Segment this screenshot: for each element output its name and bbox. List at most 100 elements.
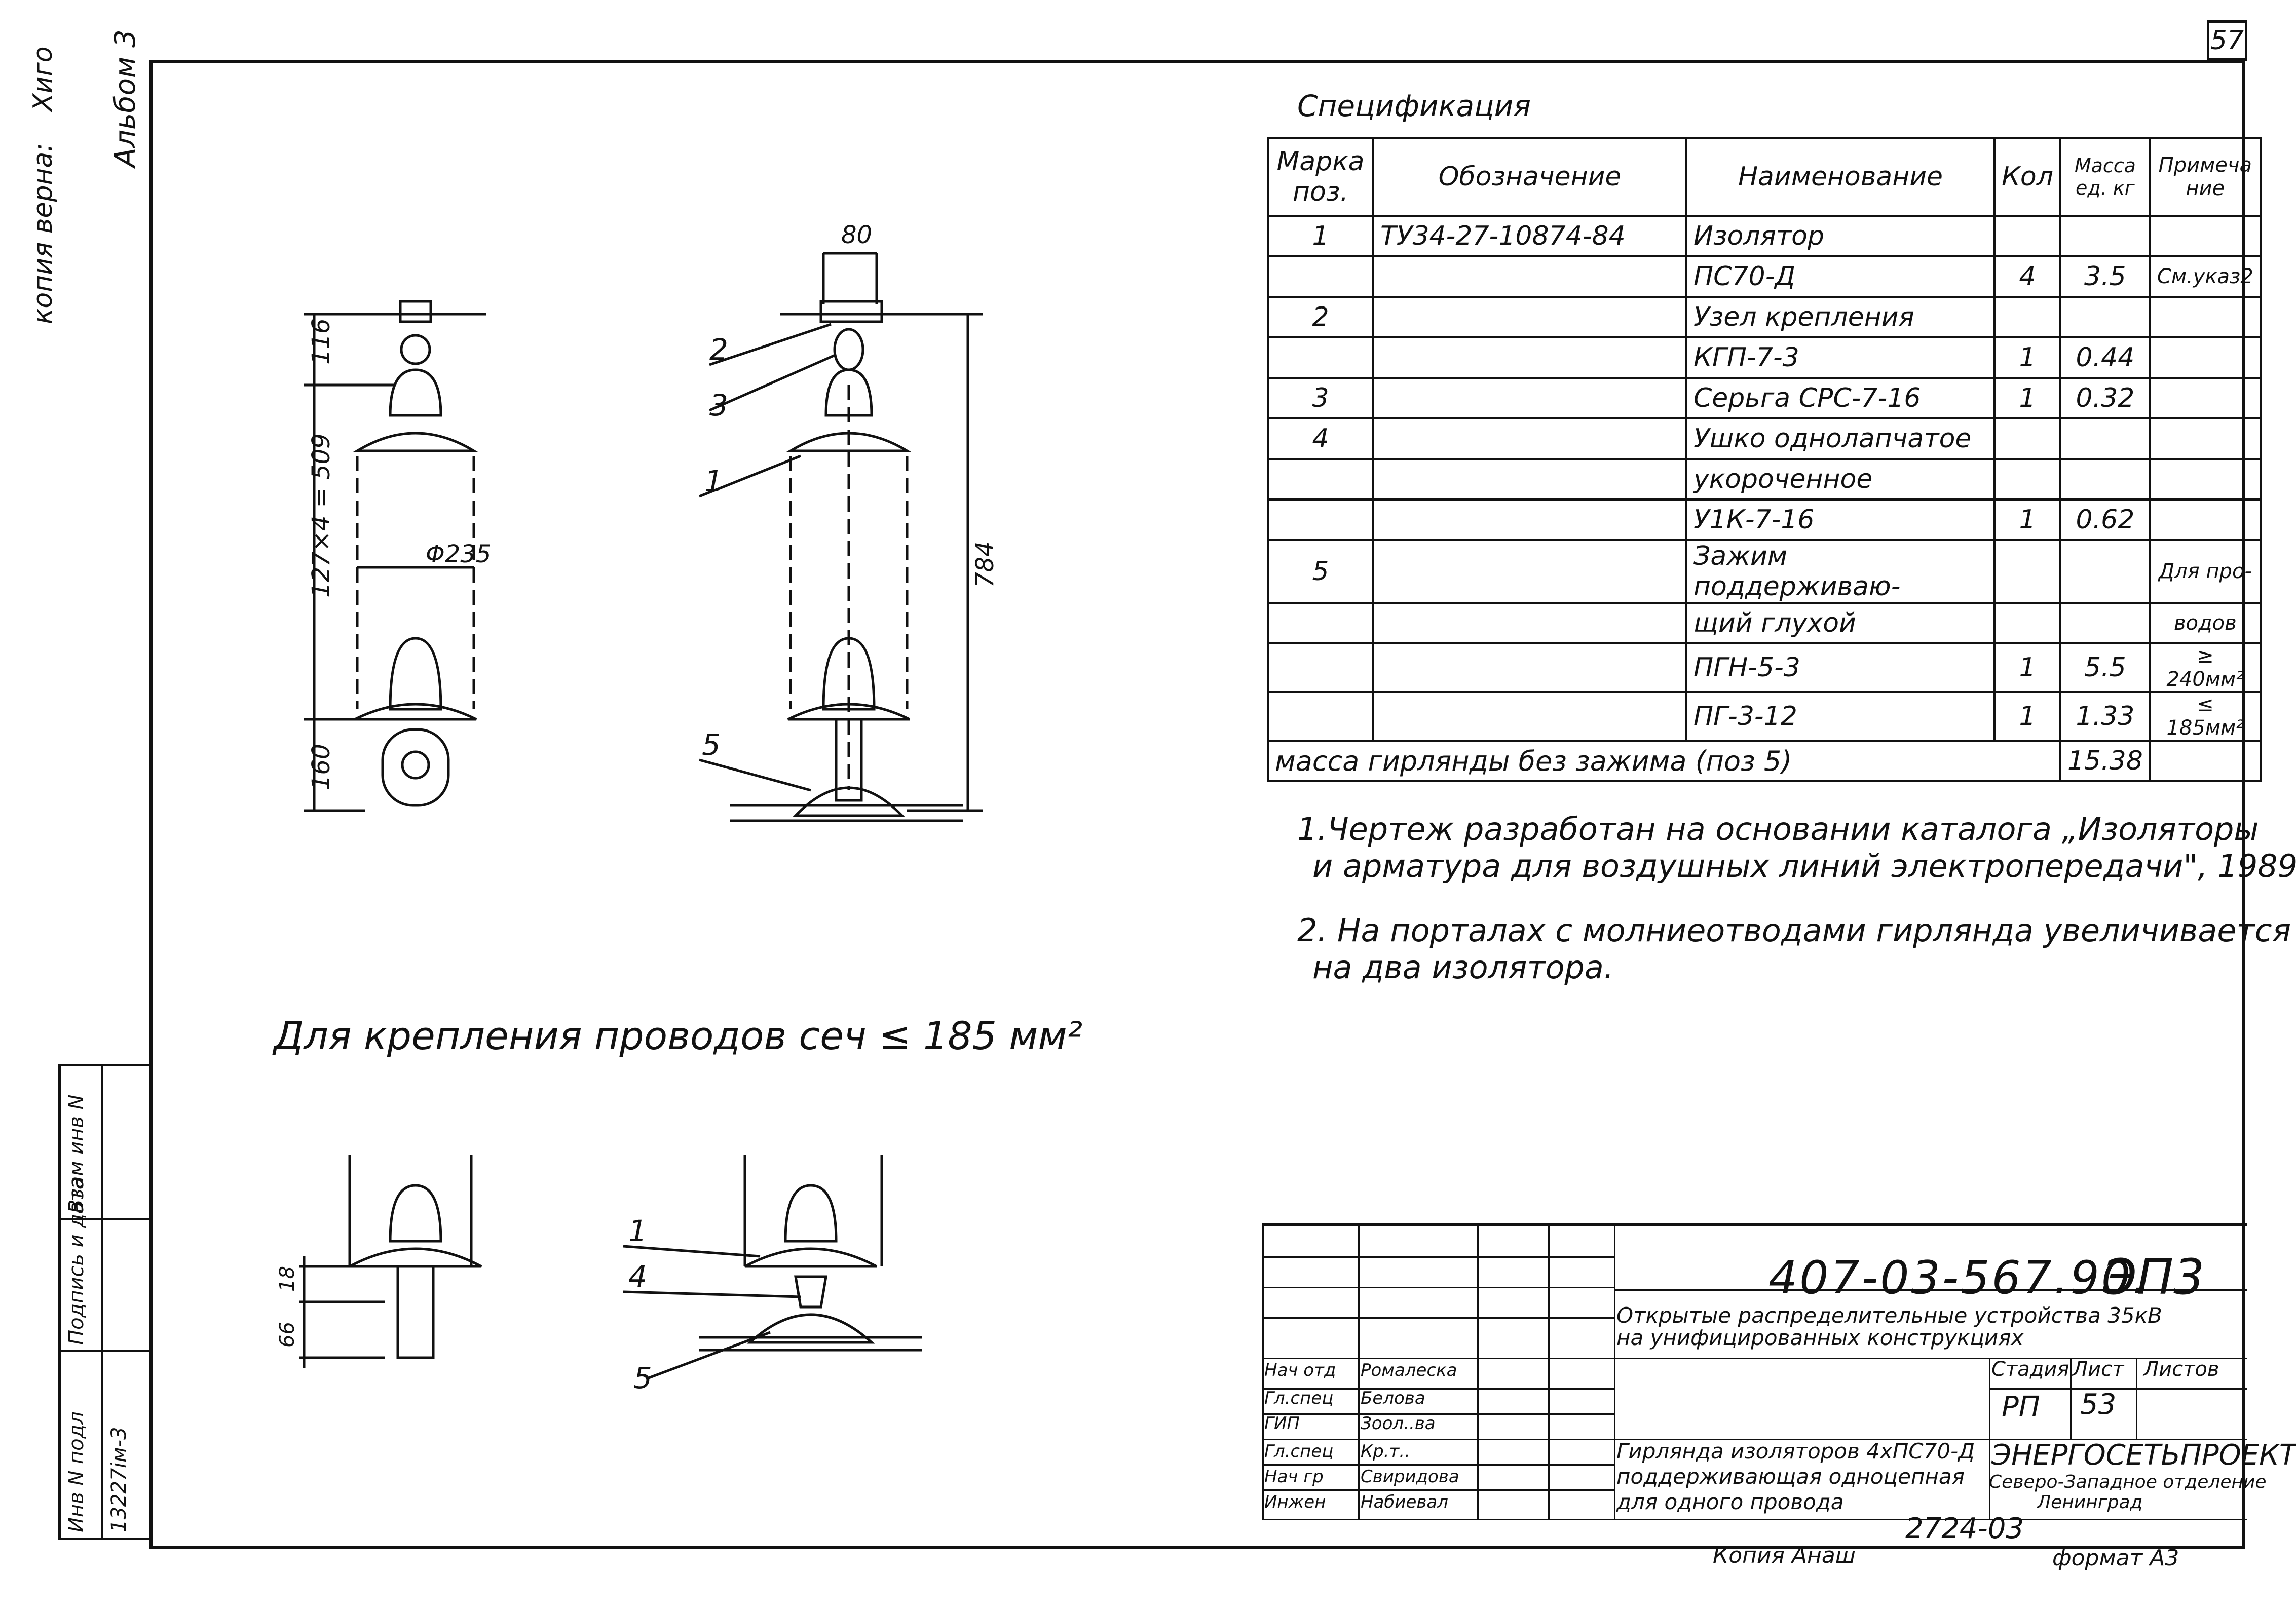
cell-mass — [2059, 602, 2151, 644]
header-note: Примеча ние — [2149, 137, 2262, 217]
cell-designation — [1372, 539, 1687, 604]
dim-string-length: 127×4 = 509 — [307, 433, 335, 598]
sheet-label: Лист — [2073, 1358, 2124, 1381]
cell-designation — [1372, 377, 1687, 419]
dim-diameter: Φ235 — [426, 540, 491, 568]
organization-name: ЭНЕРГОСЕТЬПРОЕКТ — [1991, 1439, 2296, 1472]
cell-qty: 1 — [1993, 498, 2061, 541]
note-2: 2. На порталах с молниеотводами гирлянда… — [1297, 912, 2291, 986]
cell-mark: 4 — [1267, 417, 1374, 460]
sig-name-4: Кр.т.. — [1361, 1441, 1410, 1462]
cell-mark — [1267, 498, 1374, 541]
cell-mass: 0.44 — [2059, 336, 2151, 379]
cell-mass: 0.62 — [2059, 498, 2151, 541]
cell-name: Серьга СРС-7-16 — [1685, 377, 1996, 419]
cell-designation — [1372, 498, 1687, 541]
lower-left-view — [299, 1155, 482, 1368]
note-2-line-1: 2. На порталах с молниеотводами гирлянда… — [1297, 912, 2291, 949]
cell-qty — [1993, 417, 2061, 460]
callout-1: 1 — [704, 464, 723, 498]
cell-mark — [1267, 458, 1374, 501]
sig-name-6: Набиевал — [1361, 1492, 1448, 1512]
cell-name: ПС70-Д — [1685, 255, 1996, 298]
cell-designation — [1372, 255, 1687, 298]
cell-note: Для про- — [2149, 539, 2262, 604]
cell-qty: 1 — [1993, 336, 2061, 379]
project-name-line-2: на унифицированных конструкциях — [1616, 1325, 2024, 1350]
cell-name: У1К-7-16 — [1685, 498, 1996, 541]
drawing-title-line-2: поддерживающая одноцепная — [1616, 1464, 1965, 1489]
table-total-row: масса гирлянды без зажима (поз 5) 15.38 — [1267, 740, 2262, 782]
dim-total-length: 784 — [971, 541, 999, 588]
cell-name: укороченное — [1685, 458, 1996, 501]
callout-5: 5 — [702, 727, 721, 762]
upper-left-view — [304, 300, 486, 812]
note-1-line-1: 1.Чертеж разработан на основании каталог… — [1297, 811, 2259, 848]
organization-branch: Северо-Западное отделение — [1989, 1472, 2267, 1492]
cell-qty — [1993, 296, 2061, 338]
header-qty: Кол — [1993, 137, 2061, 217]
sheet-value: 53 — [2080, 1388, 2117, 1421]
cell-designation — [1372, 417, 1687, 460]
note-1-line-2: и арматура для воздушных линий электропе… — [1312, 848, 2296, 885]
table-row: 2 Узел крепления — [1267, 296, 2262, 338]
stamp-original-inv-value: 13227ім-3 — [107, 1427, 131, 1532]
drawing-title-line-1: Гирлянда изоляторов 4хПС70-Д — [1616, 1439, 1975, 1464]
page-number: 57 — [2207, 20, 2247, 61]
cell-mark — [1267, 642, 1374, 693]
cell-note — [2149, 336, 2262, 379]
table-row: 1 ТУ34-27-10874-84 Изолятор — [1267, 215, 2262, 257]
cell-name: ПГ-3-12 — [1685, 691, 1996, 742]
drawing-title-line-3: для одного провода — [1616, 1489, 1844, 1514]
cell-mark — [1267, 336, 1374, 379]
format-label: формат А3 — [2052, 1545, 2179, 1571]
cell-mass: 5.5 — [2059, 642, 2151, 693]
header-mark: Марка поз. — [1267, 137, 1374, 217]
cell-mark: 3 — [1267, 377, 1374, 419]
cell-note: ≤ 185мм² — [2149, 691, 2262, 742]
cell-qty: 1 — [1993, 377, 2061, 419]
table-row: ПГН-5-3 1 5.5 ≥ 240мм² — [1267, 642, 2262, 693]
cell-mass: 3.5 — [2059, 255, 2151, 298]
cell-mark: 1 — [1267, 215, 1374, 257]
table-row: укороченное — [1267, 458, 2262, 501]
header-name: Наименование — [1685, 137, 1996, 217]
cell-designation — [1372, 458, 1687, 501]
note-2-line-2: на два изолятора. — [1312, 949, 1614, 986]
stage-value: РП — [2002, 1391, 2040, 1424]
table-row: ПГ-3-12 1 1.33 ≤ 185мм² — [1267, 691, 2262, 742]
cell-mark: 2 — [1267, 296, 1374, 338]
sheets-label: Листов — [2143, 1358, 2219, 1381]
cell-note — [2149, 498, 2262, 541]
drawing-title: Гирлянда изоляторов 4хПС70-Д поддерживаю… — [1616, 1439, 1975, 1515]
cell-note — [2149, 377, 2262, 419]
upper-right-view — [699, 252, 983, 822]
total-note-empty — [2149, 740, 2262, 782]
document-suffix: ЭП3 — [2103, 1249, 2205, 1305]
cell-note: См.указ2 — [2149, 255, 2262, 298]
cell-designation — [1372, 642, 1687, 693]
cell-qty: 1 — [1993, 691, 2061, 742]
callout-2: 2 — [709, 332, 728, 367]
callout-3: 3 — [709, 388, 728, 422]
cell-name: ПГН-5-3 — [1685, 642, 1996, 693]
cell-note — [2149, 215, 2262, 257]
cell-designation — [1372, 296, 1687, 338]
cell-mass: 0.32 — [2059, 377, 2151, 419]
drawing-frame — [149, 60, 2245, 1549]
cell-mark — [1267, 255, 1374, 298]
lower-callout-5: 5 — [633, 1361, 652, 1395]
cell-note: водов — [2149, 602, 2262, 644]
cell-designation — [1372, 602, 1687, 644]
cell-mass — [2059, 539, 2151, 604]
sig-role-1: Нач отд — [1264, 1360, 1336, 1380]
cell-mark — [1267, 691, 1374, 742]
project-name-line-1: Открытые распределительные устройства 35… — [1616, 1303, 2162, 1328]
cell-mark — [1267, 602, 1374, 644]
dim-width-80: 80 — [841, 221, 872, 249]
cell-name: Ушко однолапчатое — [1685, 417, 1996, 460]
cell-name: КГП-7-3 — [1685, 336, 1996, 379]
stamp-label-original-inv: Инв N подл — [65, 1411, 88, 1532]
cell-name: щий глухой — [1685, 602, 1996, 644]
cell-designation — [1372, 336, 1687, 379]
